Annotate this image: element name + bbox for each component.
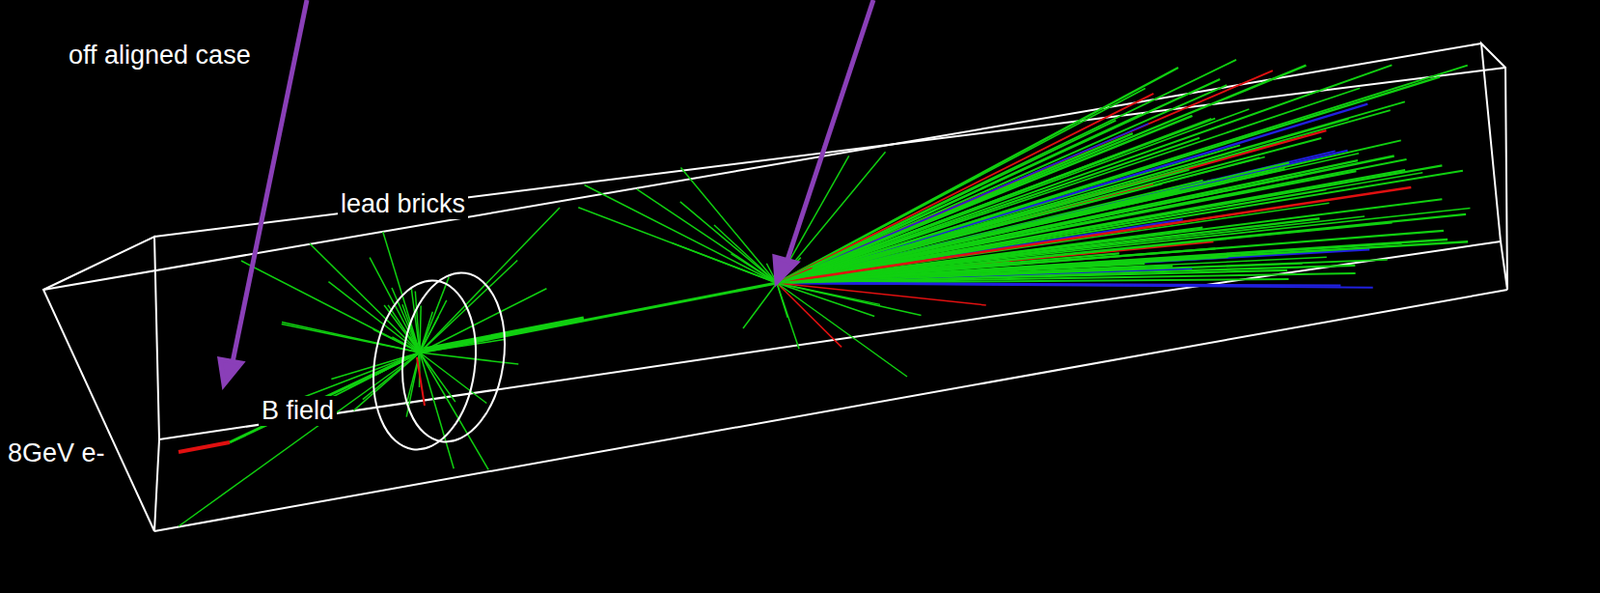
track xyxy=(680,167,777,283)
track xyxy=(776,162,1290,283)
track xyxy=(419,352,489,469)
annotation-label: lead bricks xyxy=(337,189,469,220)
track xyxy=(776,239,1448,283)
track xyxy=(416,357,425,406)
track xyxy=(776,282,1374,288)
track xyxy=(776,165,1442,283)
track xyxy=(776,208,1470,283)
track xyxy=(776,150,1349,283)
track xyxy=(776,65,1306,283)
track xyxy=(776,101,1406,283)
track xyxy=(178,441,230,452)
track xyxy=(229,352,420,442)
track xyxy=(636,189,777,283)
track xyxy=(776,282,908,377)
particle-tracks xyxy=(178,59,1470,526)
track xyxy=(776,84,1227,283)
track xyxy=(776,282,1341,286)
track xyxy=(419,338,506,353)
track xyxy=(419,288,547,353)
track xyxy=(419,305,421,353)
track xyxy=(419,282,777,353)
track xyxy=(776,280,823,283)
track xyxy=(419,276,449,353)
track xyxy=(776,282,800,349)
track xyxy=(419,300,447,353)
track xyxy=(776,282,875,317)
track xyxy=(776,70,1273,283)
track xyxy=(419,352,456,402)
track xyxy=(776,77,1440,283)
track xyxy=(776,65,1468,283)
track xyxy=(743,282,777,329)
b-field-region xyxy=(362,266,515,457)
track xyxy=(776,137,1322,283)
track xyxy=(776,187,1411,283)
world-volume xyxy=(43,43,1508,531)
track xyxy=(584,184,777,283)
track xyxy=(419,352,487,403)
track xyxy=(776,259,1388,283)
track xyxy=(680,201,777,283)
track xyxy=(578,207,777,283)
track xyxy=(383,231,420,353)
annotation-label: B field xyxy=(258,395,337,426)
track xyxy=(178,352,420,526)
track xyxy=(776,215,957,283)
track xyxy=(419,352,454,469)
track xyxy=(776,169,1406,283)
track xyxy=(776,261,1010,283)
annotation-label: off aligned case xyxy=(65,40,254,71)
track xyxy=(776,79,1220,283)
pointer-arrows xyxy=(220,0,874,385)
track xyxy=(776,170,1463,283)
track xyxy=(776,150,1336,283)
annotation-label: 8GeV e- xyxy=(4,438,109,469)
track xyxy=(776,282,842,347)
track xyxy=(714,224,777,283)
